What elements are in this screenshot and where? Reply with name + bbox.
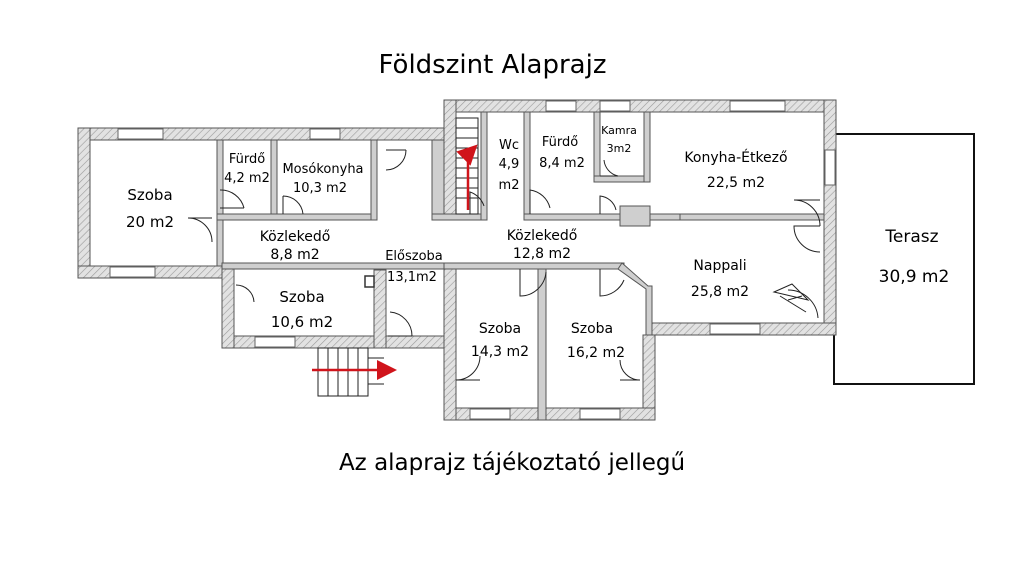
room-name: Szoba: [479, 321, 521, 337]
room-name: Fürdő: [542, 135, 578, 150]
entrance-stairs: [317, 347, 384, 397]
room-name: Konyha-Étkező: [684, 149, 787, 166]
inner-walls: [216, 111, 825, 421]
room-name: Nappali: [693, 258, 746, 274]
room-name: Terasz: [884, 227, 938, 247]
room-name: Szoba: [571, 321, 613, 337]
room-area-unit: m2: [499, 178, 520, 193]
room-area: 8,8 m2: [270, 247, 319, 263]
room-name: Wc: [499, 138, 519, 153]
room-name: Közlekedő: [507, 228, 578, 244]
room-area: 14,3 m2: [471, 344, 529, 360]
room-area: 4,2 m2: [224, 171, 270, 186]
room-name: Szoba: [127, 186, 172, 204]
room-area: 30,9 m2: [879, 267, 950, 287]
room-name: Előszoba: [385, 249, 443, 264]
room-name: Közlekedő: [260, 229, 331, 245]
room-area: 13,1m2: [387, 270, 437, 285]
room-area: 4,9: [499, 157, 520, 172]
room-area: 10,3 m2: [293, 181, 347, 196]
room-name: Mosókonyha: [282, 162, 363, 177]
room-name: Kamra: [601, 124, 637, 137]
room-area: 22,5 m2: [707, 175, 765, 191]
chimney-mark: [364, 275, 375, 288]
windows: [109, 100, 836, 420]
room-area: 20 m2: [126, 213, 174, 231]
room-area: 8,4 m2: [539, 156, 585, 171]
room-area: 12,8 m2: [513, 246, 571, 262]
room-labels: Szoba 20 m2 Fürdő 4,2 m2 Mosókonyha 10,3…: [126, 124, 949, 361]
room-area: 3m2: [607, 142, 632, 155]
disclaimer-note: Az alaprajz tájékoztató jellegű: [338, 450, 686, 476]
room-area: 10,6 m2: [271, 313, 333, 331]
stair-direction-arrow: [456, 144, 478, 210]
plan-title: Földszint Alaprajz: [378, 50, 607, 80]
north-arrow-icon: [772, 283, 810, 313]
room-name: Szoba: [279, 288, 324, 306]
room-area: 16,2 m2: [567, 345, 625, 361]
room-area: 25,8 m2: [691, 284, 749, 300]
room-name: Fürdő: [229, 152, 265, 167]
door-swings: [187, 149, 821, 381]
terrace-outline: [833, 133, 975, 385]
